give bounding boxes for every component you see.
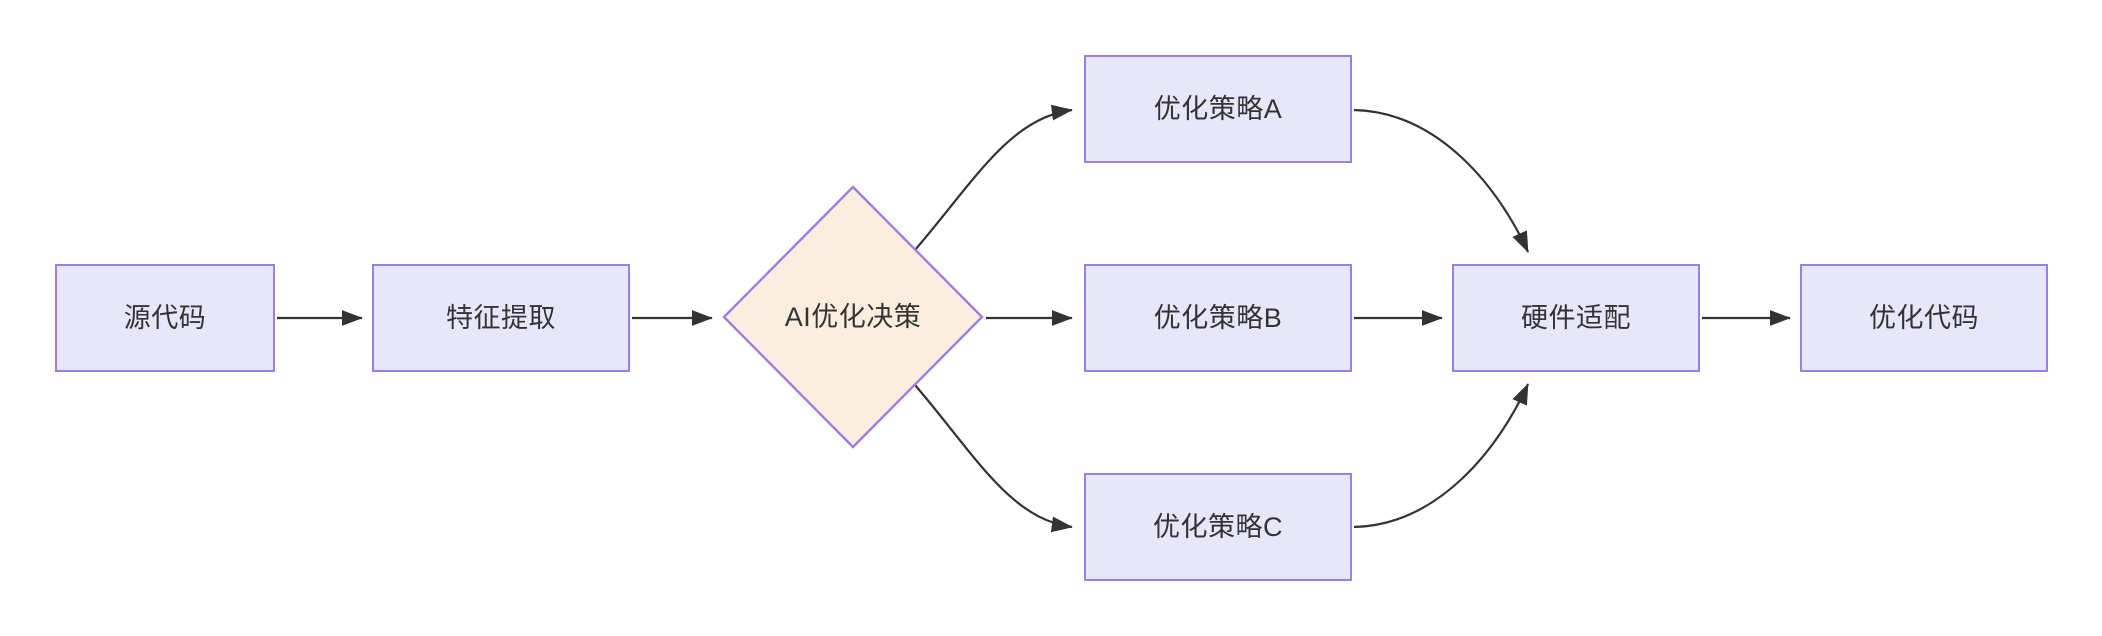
node-strategy-c-label: 优化策略C — [1153, 511, 1283, 542]
node-source-code[interactable]: 源代码 — [55, 264, 275, 372]
node-source-code-label: 源代码 — [123, 302, 207, 333]
edge-ai-decision-to-strategy-a — [914, 104, 1073, 251]
node-hardware-adaptation-label: 硬件适配 — [1521, 302, 1631, 333]
node-optimized-code[interactable]: 优化代码 — [1800, 264, 2048, 372]
node-strategy-a[interactable]: 优化策略A — [1084, 55, 1352, 163]
node-ai-optimization-decision-label: AI优化决策 — [784, 301, 922, 332]
node-optimized-code-label: 优化代码 — [1869, 302, 1979, 333]
node-feature-extraction-label: 特征提取 — [446, 302, 556, 333]
edge-strategy-c-to-hardware-adaptation — [1353, 383, 1530, 529]
node-strategy-b-label: 优化策略B — [1153, 302, 1283, 333]
node-strategy-a-label: 优化策略A — [1153, 93, 1283, 124]
edge-strategy-a-to-hardware-adaptation — [1353, 108, 1530, 253]
diamond-shape-icon — [722, 185, 984, 449]
node-feature-extraction[interactable]: 特征提取 — [372, 264, 630, 372]
node-hardware-adaptation[interactable]: 硬件适配 — [1452, 264, 1700, 372]
node-ai-optimization-decision[interactable]: AI优化决策 — [722, 185, 984, 449]
node-strategy-b[interactable]: 优化策略B — [1084, 264, 1352, 372]
edge-ai-decision-to-strategy-c — [914, 384, 1073, 533]
node-strategy-c[interactable]: 优化策略C — [1084, 473, 1352, 581]
